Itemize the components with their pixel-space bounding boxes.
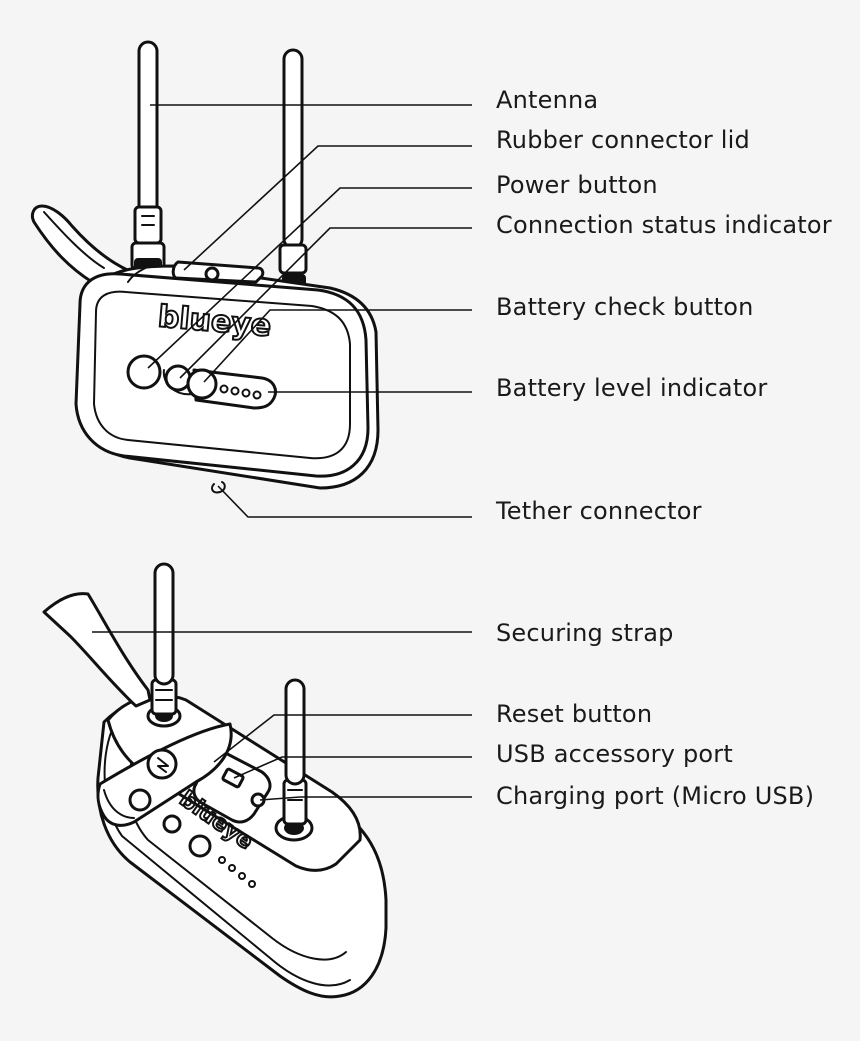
securing-strap-graphic [42, 592, 152, 708]
leader-lines [92, 104, 472, 801]
tether-connector-graphic [211, 481, 226, 494]
antenna-right [278, 48, 308, 294]
label-usb-accessory-port: USB accessory port [496, 740, 733, 768]
strap-top [30, 204, 134, 284]
label-battery-level-indicator: Battery level indicator [496, 374, 768, 402]
antenna-bottom-right [274, 678, 314, 842]
antenna-bottom-left [146, 562, 182, 728]
antenna-left [130, 40, 166, 271]
label-reset-button: Reset button [496, 700, 653, 728]
top-device: blueye [30, 40, 380, 494]
label-charging-port: Charging port (Micro USB) [496, 782, 815, 810]
bottom-device: blueye [42, 562, 388, 999]
label-rubber-connector-lid: Rubber connector lid [496, 126, 750, 154]
label-connection-status-indicator: Connection status indicator [496, 211, 832, 239]
label-power-button: Power button [496, 171, 658, 199]
label-antenna: Antenna [496, 86, 599, 114]
label-securing-strap: Securing strap [496, 619, 674, 647]
usb-port-graphic [221, 767, 245, 789]
label-tether-connector: Tether connector [496, 497, 702, 525]
label-battery-check-button: Battery check button [496, 293, 754, 321]
